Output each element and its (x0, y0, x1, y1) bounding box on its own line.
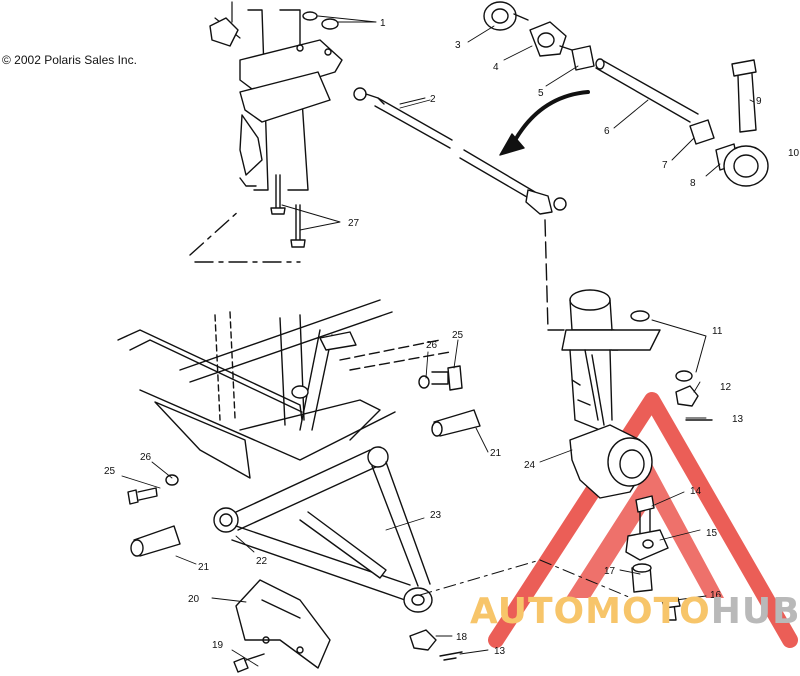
ball-joint-3 (483, 1, 529, 31)
callout-15: 15 (706, 528, 718, 539)
washer-26-right (418, 375, 430, 389)
callout-21-lower: 21 (198, 562, 210, 573)
callout-26-left: 26 (140, 452, 152, 463)
skid-plate-20 (235, 579, 331, 669)
callout-16: 16 (710, 590, 722, 601)
callout-21-upper: 21 (490, 448, 502, 459)
callout-8: 8 (690, 178, 696, 189)
washer-17 (631, 563, 653, 593)
callout-25-right: 25 (452, 330, 464, 341)
ball-joint-4 (529, 21, 573, 57)
bolt-16 (661, 597, 681, 621)
nut-12 (675, 385, 699, 407)
callout-13-upper: 13 (732, 414, 744, 425)
callout-27: 27 (348, 218, 360, 229)
watermark-text-accent: HUB (710, 591, 800, 632)
callout-5: 5 (538, 88, 544, 99)
plate-15 (625, 529, 669, 561)
washer-26-left (165, 474, 179, 486)
a-arm-23 (213, 446, 433, 613)
callout-1: 1 (380, 18, 386, 29)
callout-12: 12 (720, 382, 732, 393)
callout-23: 23 (430, 510, 442, 521)
callout-9: 9 (756, 96, 762, 107)
tie-rod-2 (353, 87, 567, 331)
nut-18 (409, 629, 437, 651)
watermark-triangle (488, 392, 798, 648)
frame-section (117, 299, 451, 479)
ball-joint-10 (723, 145, 769, 187)
direction-arrow (499, 90, 590, 156)
steering-post (189, 1, 343, 263)
callout-20: 20 (188, 594, 200, 605)
callout-3: 3 (455, 40, 461, 51)
callout-26-right: 26 (426, 340, 438, 351)
callout-13-lower: 13 (494, 646, 506, 657)
bolt-27-b (290, 204, 306, 248)
bolt-19 (233, 653, 265, 673)
callout-17: 17 (604, 566, 616, 577)
callout-10: 10 (788, 148, 800, 159)
shaft-6 (595, 58, 699, 123)
callout-2: 2 (430, 94, 436, 105)
washer-11-top (630, 310, 650, 322)
bolt-9 (731, 59, 757, 133)
leader-lines (121, 25, 755, 667)
callout-11: 11 (712, 326, 723, 337)
callout-7: 7 (662, 160, 668, 171)
bushing-21-lower (130, 525, 181, 557)
callout-25-left: 25 (104, 466, 116, 477)
washer-11-bottom (675, 370, 693, 382)
copyright-notice: © 2002 Polaris Sales Inc. (2, 53, 137, 67)
callout-19: 19 (212, 640, 224, 651)
callout-14: 14 (690, 486, 702, 497)
spindle-24 (561, 289, 661, 499)
bolt-25-right (431, 365, 463, 391)
watermark-text-main: AUTOMOTO (470, 591, 711, 632)
bushing-7 (689, 119, 715, 145)
bolt-27-a (270, 174, 286, 215)
watermark-triangle-inner (566, 464, 724, 598)
callout-labels: 1 2 3 4 5 6 7 8 9 10 11 12 13 14 15 16 1… (104, 18, 800, 657)
bushing-21-upper (431, 409, 481, 437)
washer-1 (302, 11, 377, 30)
watermark-text: AUTOMOTOHUB (470, 591, 800, 632)
bolt-25-left (127, 487, 158, 505)
callout-6: 6 (604, 126, 610, 137)
callout-18: 18 (456, 632, 468, 643)
cotter-pin-13-lower (439, 651, 463, 661)
callout-22: 22 (256, 556, 268, 567)
callout-24: 24 (524, 460, 536, 471)
callout-4: 4 (493, 62, 499, 73)
bushing-5 (571, 45, 595, 71)
